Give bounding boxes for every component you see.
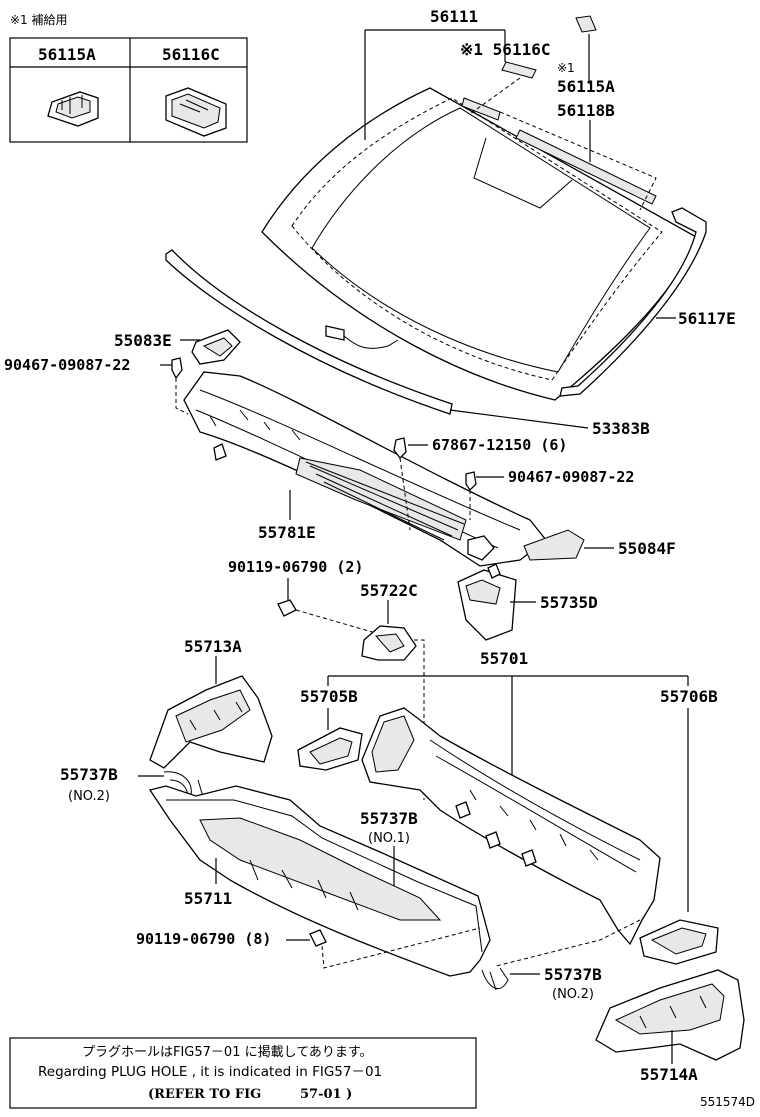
note-jp: プラグホールはFIG57－01 に掲載してあります。 xyxy=(82,1044,373,1060)
note-ref-b: 57-01 ) xyxy=(300,1087,352,1102)
label-90467-a: 90467-09087-22 xyxy=(4,356,130,374)
bracket-56116C xyxy=(501,61,537,79)
panel-55714A xyxy=(595,969,745,1061)
label-55706B: 55706B xyxy=(660,687,718,706)
supply-note: ※1 補給用 xyxy=(10,13,68,27)
bracket-56116C-drawing xyxy=(165,87,227,137)
label-55737B-c: 55737B xyxy=(544,965,602,984)
hose-55737B-c xyxy=(481,967,509,991)
label-53383B: 53383B xyxy=(592,419,650,438)
label-55084F: 55084F xyxy=(618,539,676,558)
seal-55711 xyxy=(148,785,491,977)
label-55701: 55701 xyxy=(480,649,528,668)
panel-55735D xyxy=(457,563,517,641)
moulding-56118B xyxy=(461,97,657,211)
clip-56115A-drawing xyxy=(47,91,99,127)
supply-inset-box: 56115A 56116C xyxy=(9,37,248,143)
label-55737B-b-sub: (NO.1) xyxy=(368,831,410,846)
label-55713A: 55713A xyxy=(184,637,242,656)
label-56111: 56111 xyxy=(430,7,478,26)
clip-90467-b xyxy=(465,471,477,492)
label-90119-2: 90119-06790 (2) xyxy=(228,558,363,576)
panel-55713A xyxy=(149,675,273,769)
bracket-55706B xyxy=(639,919,719,965)
clip-90467-a xyxy=(171,357,183,380)
label-56116C: ※1 56116C xyxy=(460,40,550,59)
label-55714A: 55714A xyxy=(640,1065,698,1084)
clip-56115A xyxy=(575,15,597,33)
moulding-56117E xyxy=(559,207,707,397)
note-ref-a: (REFER TO FIG xyxy=(148,1087,261,1102)
label-55737B-a: 55737B xyxy=(60,765,118,784)
label-55083E: 55083E xyxy=(114,331,172,350)
label-55781E: 55781E xyxy=(258,523,316,542)
bolt-90119-8 xyxy=(309,929,327,947)
label-55737B-b: 55737B xyxy=(360,809,418,828)
label-90119-8: 90119-06790 (8) xyxy=(136,930,271,948)
label-55735D: 55735D xyxy=(540,593,598,612)
seal-53383B xyxy=(165,249,453,415)
bracket-55705B xyxy=(297,727,363,771)
seal-55084F xyxy=(523,529,585,561)
bolt-90119-2 xyxy=(277,599,297,617)
figure-id: 551574D xyxy=(700,1095,755,1109)
note-en: Regarding PLUG HOLE , it is indicated in… xyxy=(38,1064,382,1080)
label-55737B-c-sub: (NO.2) xyxy=(552,987,594,1002)
cowl-panel-55701 xyxy=(361,707,661,946)
label-55737B-a-sub: (NO.2) xyxy=(68,789,110,804)
label-67867: 67867-12150 (6) xyxy=(432,436,567,454)
note-box xyxy=(9,1037,477,1109)
inset-header-56115A: 56115A xyxy=(38,45,96,64)
label-56118B: 56118B xyxy=(557,101,615,120)
windshield-glass xyxy=(261,87,699,401)
inset-header-56116C: 56116C xyxy=(162,45,220,64)
label-56115A-mark: ※1 xyxy=(557,61,575,75)
label-55711: 55711 xyxy=(184,889,232,908)
label-56117E: 56117E xyxy=(678,309,736,328)
label-90467-b: 90467-09087-22 xyxy=(508,468,634,486)
label-56115A: 56115A xyxy=(557,77,615,96)
label-55722C: 55722C xyxy=(360,581,418,600)
label-55705B: 55705B xyxy=(300,687,358,706)
cowl-top-55781E xyxy=(183,371,547,567)
clip-67867 xyxy=(393,437,407,459)
